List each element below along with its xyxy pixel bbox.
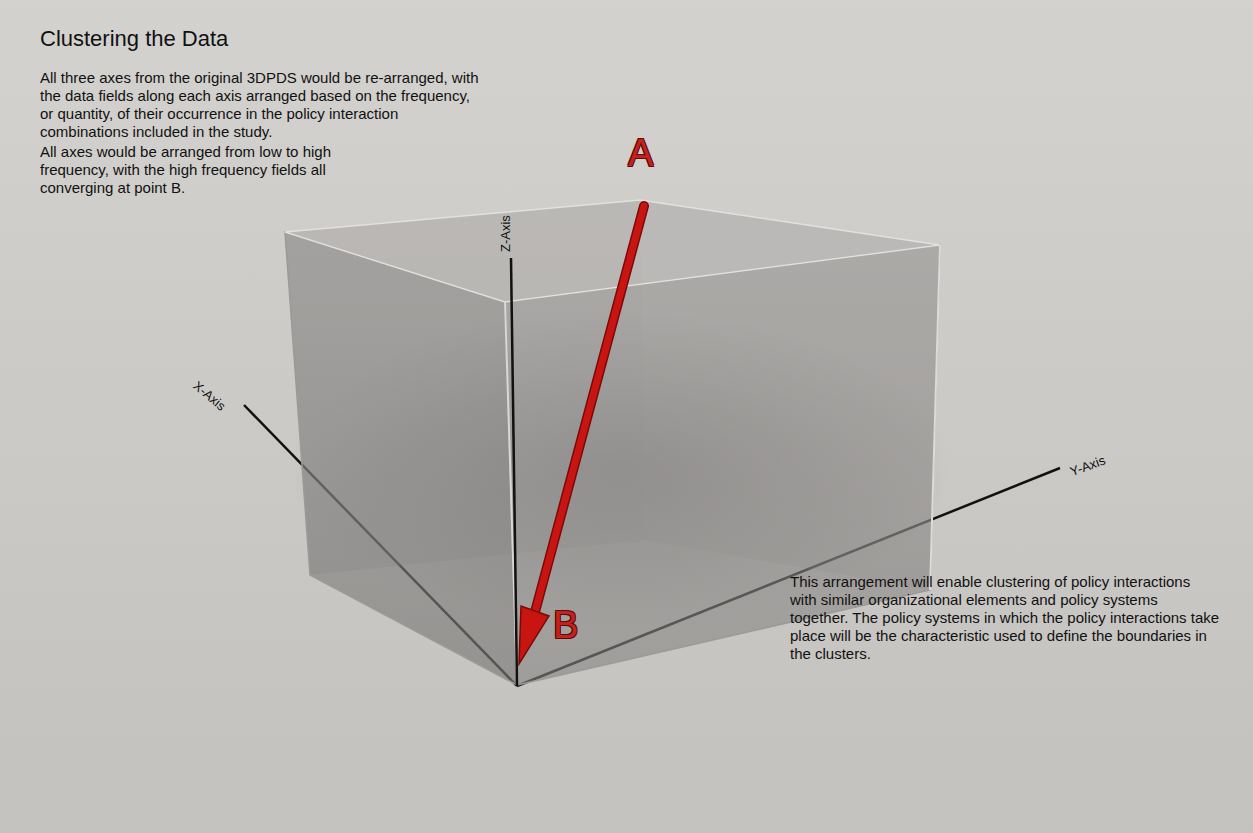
z-axis-line <box>511 258 517 686</box>
arrow-head <box>519 606 549 664</box>
box-top-face <box>285 200 940 302</box>
note-text: All three axes from the original 3DPDS w… <box>40 69 485 141</box>
arrow-shaft-shade <box>535 206 644 612</box>
point-label: B <box>553 604 578 647</box>
note-text: All axes would be arranged from low to h… <box>40 143 340 197</box>
point-label: A <box>628 132 653 175</box>
box-right-edge <box>930 245 940 590</box>
title: Clustering the Data <box>40 26 228 52</box>
axis-label: Y-Axis <box>1068 453 1107 480</box>
arrow-shaft <box>535 206 644 612</box>
box-left-face <box>285 232 517 685</box>
axis-label: X-Axis <box>190 378 228 414</box>
note-text: This arrangement will enable clustering … <box>790 573 1220 663</box>
axis-label: Z-Axis <box>498 215 513 252</box>
